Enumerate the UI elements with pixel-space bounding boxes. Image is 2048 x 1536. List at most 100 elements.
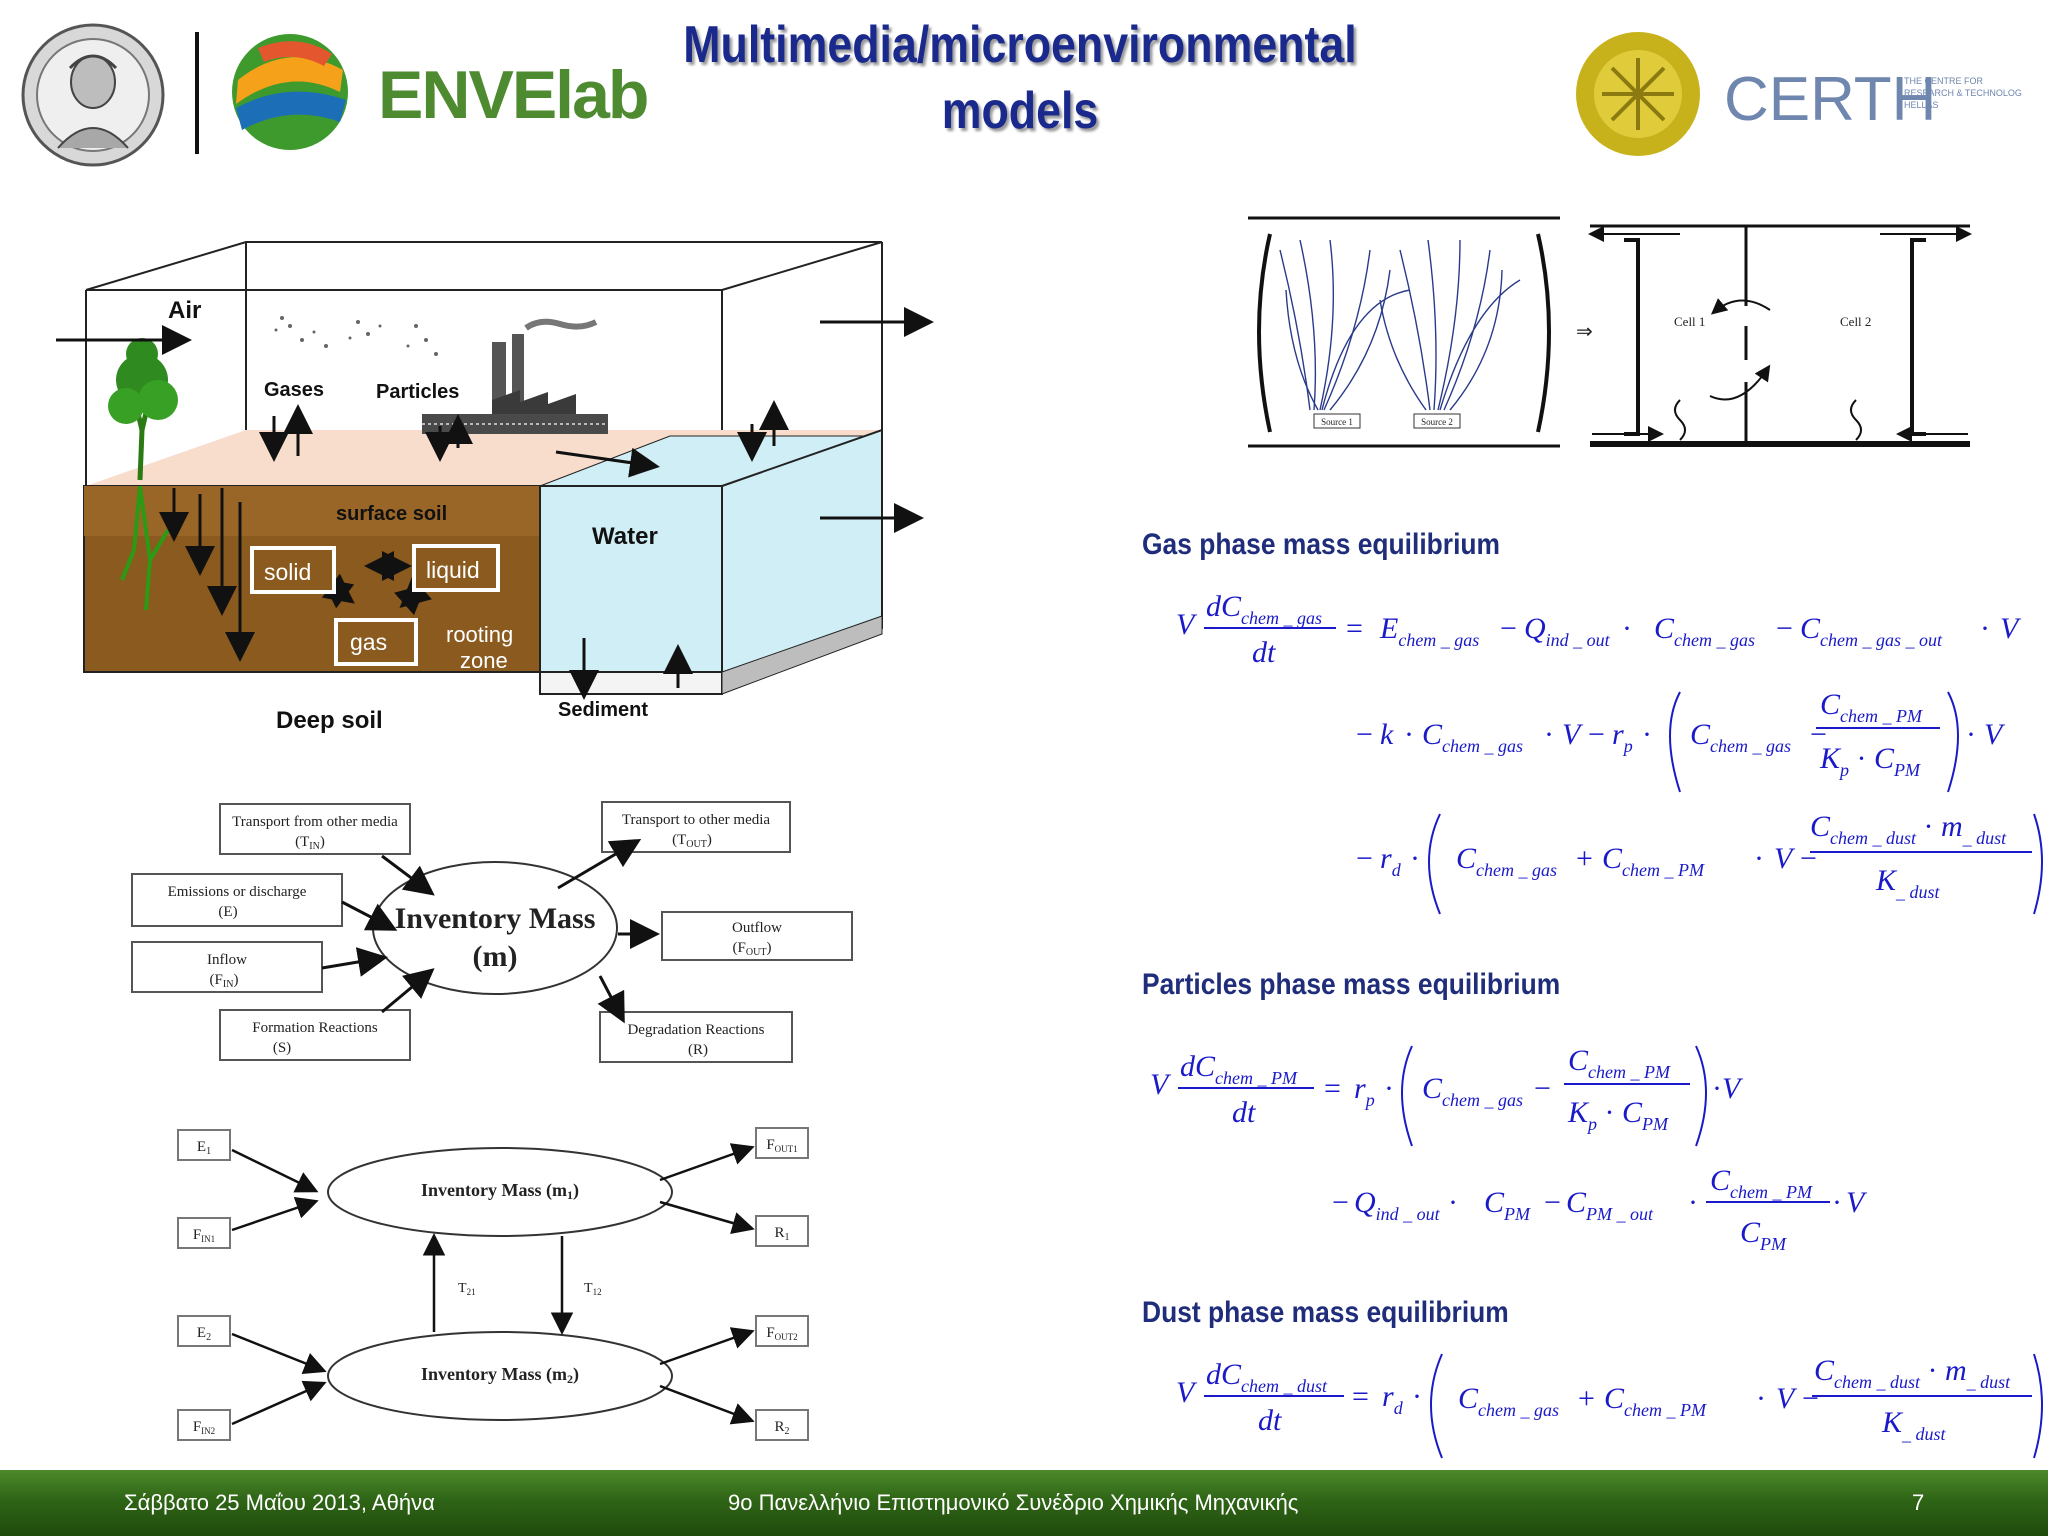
svg-text:rp: rp [1612,718,1633,756]
svg-text:rp: rp [1354,1072,1375,1110]
emissions-label: Emissions or discharge [168,884,307,900]
label-t21: T21 [458,1281,476,1297]
label-zone: zone [460,648,508,673]
svg-text:V: V [1984,718,2006,751]
svg-text:Cchem _ PM: Cchem _ PM [1602,842,1705,880]
inventory-mass-m: (m) [473,940,518,973]
box-e1: E1 [197,1139,211,1157]
svg-text:Cchem _ gas _ out: Cchem _ gas _ out [1800,612,1943,650]
svg-text:−: − [1356,718,1373,751]
certh-logo: CERTH THE CENTRE FOR RESEARCH & TECHNOLO… [1572,28,2028,158]
label-particles: Particles [376,381,459,403]
svg-text:dCchem _ gas: dCchem _ gas [1206,590,1322,628]
svg-text:K_ dust: K_ dust [1881,1406,1947,1444]
svg-text:·: · [1622,612,1632,645]
svg-text:V: V [2000,612,2022,645]
svg-text:rd: rd [1382,1380,1404,1418]
svg-text:·: · [1412,1380,1422,1413]
label-water: Water [592,523,658,550]
svg-text:Qind _ out: Qind _ out [1354,1186,1441,1224]
two-compartment-diagram: Inventory Mass (m1) Inventory Mass (m2) … [170,1120,830,1450]
svg-text:−: − [1800,842,1817,875]
svg-text:−: − [1544,1186,1561,1219]
box-fin2: FIN2 [193,1419,215,1436]
label-t12: T12 [584,1281,602,1297]
inventory-mass-1: Inventory Mass (m1) [421,1180,579,1202]
certh-subtext-3: HELLAS [1904,100,1939,110]
svg-text:dCchem _ PM: dCchem _ PM [1180,1050,1298,1088]
svg-text:=: = [1352,1380,1369,1413]
svg-text:K_ dust: K_ dust [1875,864,1941,902]
svg-text:−: − [1534,1072,1551,1105]
box-e2: E2 [197,1325,211,1343]
svg-text:Cchem _ PM: Cchem _ PM [1568,1044,1671,1082]
svg-text:−: − [1810,718,1827,751]
transport-from-symbol: (TIN) [295,834,325,852]
formation-label: Formation Reactions [252,1020,378,1036]
gas-phase-equation: V dCchem _ gas dt = Echem _ gas − Qind _… [1160,580,2048,920]
footer-page-number: 7 [1912,1490,1925,1515]
inventory-mass-2: Inventory Mass (m2) [421,1364,579,1386]
gas-phase-heading: Gas phase mass equilibrium [1142,528,1501,561]
svg-text:·: · [1832,1186,1842,1219]
box-fin1: FIN1 [193,1227,215,1244]
svg-text:Cchem _ gas: Cchem _ gas [1422,718,1523,756]
inventory-mass-diagram: Inventory Mass (m) Transport from other … [120,790,870,1070]
svg-text:·: · [1754,842,1764,875]
degradation-label: Degradation Reactions [627,1022,764,1038]
transport-from-label: Transport from other media [232,814,398,830]
svg-text:−: − [1776,612,1793,645]
svg-text:·: · [1410,842,1420,875]
svg-text:CPM: CPM [1484,1186,1531,1224]
box-fout1: FOUT1 [766,1137,797,1154]
envelab-logo-text: ENVElab [378,57,647,133]
box-fout2: FOUT2 [766,1325,797,1342]
svg-text:Echem _ gas: Echem _ gas [1379,612,1479,650]
svg-text:V: V [1176,608,1198,641]
header-divider [195,32,199,154]
svg-text:Cchem _ PM: Cchem _ PM [1710,1164,1813,1202]
footer-date: Σάββατο 25 Μαΐου 2013, Αθήνα [124,1490,435,1515]
cell-1-label: Cell 1 [1674,314,1705,329]
dust-phase-equation: V dCchem _ dust dt = rd · Cchem _ gas + … [1160,1348,2048,1468]
multimedia-diagram: Air Gases Particles surface soil Water s… [50,230,950,750]
footer-conference: 9ο Πανελλήνιο Επιστημονικό Συνέδριο Χημι… [728,1490,1299,1515]
svg-text:Cchem _ dust · m_ dust: Cchem _ dust · m_ dust [1810,810,2007,848]
box-r1: R1 [774,1225,789,1243]
label-deep-soil: Deep soil [276,707,383,734]
svg-text:·: · [1756,1382,1766,1415]
dust-phase-heading: Dust phase mass equilibrium [1142,1296,1509,1329]
page-title: Multimedia/microenvironmental models [676,12,1364,144]
inflow-label: Inflow [207,952,247,968]
svg-text:+: + [1578,1382,1595,1415]
inflow-symbol: (FIN) [210,972,239,990]
svg-text:+: + [1576,842,1593,875]
svg-text:Cchem _ PM: Cchem _ PM [1604,1382,1707,1420]
outflow-label: Outflow [732,920,782,936]
svg-text:·: · [1980,612,1990,645]
svg-text:Qind _ out: Qind _ out [1524,612,1611,650]
svg-text:·: · [1404,718,1414,751]
svg-text:V: V [1774,842,1796,875]
svg-text:−: − [1356,842,1373,875]
label-air: Air [168,297,201,324]
label-sediment: Sediment [558,699,648,721]
formation-symbol: (S) [273,1040,291,1056]
svg-text:−: − [1802,1382,1819,1415]
svg-text:−: − [1332,1186,1349,1219]
label-liquid: liquid [426,557,480,583]
label-gases: Gases [264,379,324,401]
svg-text:V: V [1150,1068,1172,1101]
cell-model-diagram: Source 1 Source 2 ⇒ Cell 1 Cell 2 [1240,210,1980,460]
outflow-symbol: (FOUT) [733,940,772,958]
svg-text:CPM: CPM [1740,1216,1787,1254]
university-seal-logo [18,20,168,170]
svg-text:V: V [1562,718,1584,751]
certh-subtext-1: THE CENTRE FOR [1904,76,1984,86]
transport-to-label: Transport to other media [622,812,771,828]
page-title-line1: Multimedia/microenvironmental [683,16,1357,74]
degradation-symbol: (R) [688,1042,708,1058]
svg-text:k: k [1380,718,1394,751]
svg-text:dt: dt [1258,1404,1282,1437]
svg-text:·: · [1448,1186,1458,1219]
